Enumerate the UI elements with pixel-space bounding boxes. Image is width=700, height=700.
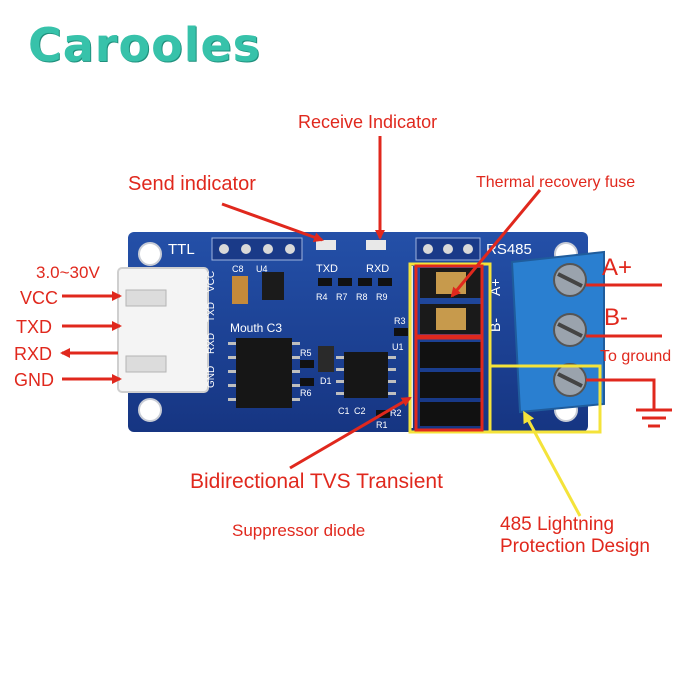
connector-pin-labels: GND RXD TXD VCC xyxy=(206,271,217,388)
rs485-header-pads xyxy=(415,237,481,261)
voltage-label: 3.0~30V xyxy=(36,263,100,282)
part-label: U1 xyxy=(392,342,404,352)
rxd-led xyxy=(366,240,386,250)
part-label: R8 xyxy=(356,292,368,302)
tvs-label-line2: Suppressor diode xyxy=(232,521,365,540)
ttl-header-pads xyxy=(211,237,303,261)
part-designators: C8 U4 R4 R7 R8 R9 R5 R6 R3 U1 D1 C2 C1 R… xyxy=(232,264,406,430)
yellow-highlight-right xyxy=(410,364,602,434)
part-label: R7 xyxy=(336,292,348,302)
part-label: C1 xyxy=(338,406,350,416)
ttl-connector xyxy=(117,267,209,393)
part-label: R4 xyxy=(316,292,328,302)
receive-indicator-label: Receive Indicator xyxy=(298,112,437,132)
transceiver-chip-right xyxy=(336,352,396,398)
lightning-arrow xyxy=(523,410,582,517)
send-indicator-label: Send indicator xyxy=(128,173,256,195)
ground-wire xyxy=(586,378,656,410)
part-label: R6 xyxy=(300,388,312,398)
to-ground-label: To ground xyxy=(600,348,671,365)
screw-terminal xyxy=(510,250,605,414)
thermal-fuse-label: Thermal recovery fuse xyxy=(476,174,635,191)
regulator-chip xyxy=(262,272,284,300)
vcc-label: VCC xyxy=(20,288,58,308)
part-label: C2 xyxy=(354,406,366,416)
pcb-board xyxy=(128,232,588,432)
board-rs485-label: RS485 xyxy=(486,241,532,258)
a-plus-label: A+ xyxy=(602,254,632,281)
part-label: R3 xyxy=(394,316,406,326)
part-label: R9 xyxy=(376,292,388,302)
pin-label: TXD xyxy=(206,302,217,322)
txd-led xyxy=(316,240,336,250)
part-label: U4 xyxy=(256,264,268,274)
part-label: R1 xyxy=(376,420,388,430)
part-label: D1 xyxy=(320,376,332,386)
fuse-arrow xyxy=(450,189,542,298)
gnd-label: GND xyxy=(14,370,54,390)
part-label: C8 xyxy=(232,264,244,274)
pin-label: VCC xyxy=(206,271,217,292)
red-highlight-fuse xyxy=(414,264,484,338)
board-txd-label: TXD xyxy=(316,263,338,275)
lightning-label-line2: Protection Design xyxy=(500,536,650,557)
tvs-diodes xyxy=(420,342,482,426)
board-rxd-label: RXD xyxy=(366,263,389,275)
rxd-label: RXD xyxy=(14,344,52,364)
tvs-label-line1: Bidirectional TVS Transient xyxy=(190,470,443,493)
capacitor-c8 xyxy=(232,276,248,304)
transceiver-chip-left xyxy=(228,338,300,408)
brand-logo: Carooles xyxy=(28,18,262,72)
part-label: R5 xyxy=(300,348,312,358)
lightning-label-line1: 485 Lightning xyxy=(500,514,614,535)
board-ttl-label: TTL xyxy=(168,241,195,258)
part-label: R2 xyxy=(390,408,402,418)
txd-label: TXD xyxy=(16,317,52,337)
pin-label: RXD xyxy=(206,333,217,354)
diode-d1 xyxy=(318,346,334,372)
red-highlight-tvs xyxy=(414,336,484,432)
pin-label: GND xyxy=(206,366,217,388)
send-arrow xyxy=(221,202,324,242)
tvs-arrow xyxy=(289,396,412,470)
board-mouth-label: Mouth C3 xyxy=(230,321,282,335)
b-minus-label: B- xyxy=(604,304,628,331)
